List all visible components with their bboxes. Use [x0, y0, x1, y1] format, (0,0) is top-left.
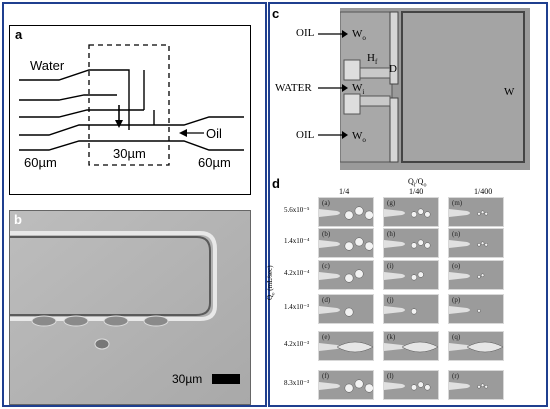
droplet-image	[384, 271, 424, 281]
flow-axis-title: Qo (mL/sec)	[266, 265, 277, 300]
label-water-c: WATER	[275, 82, 312, 94]
cell-label: (j)	[387, 296, 394, 304]
droplet-image-cell: (a)	[318, 197, 374, 227]
micrograph-c	[340, 8, 530, 170]
panel-a-letter: a	[15, 27, 23, 42]
panel-b-letter: b	[14, 212, 22, 227]
label-hf: Hf	[367, 52, 378, 67]
droplet-image-cell: (l)	[383, 370, 439, 400]
panel-b	[9, 210, 251, 405]
cell-label: (g)	[387, 199, 396, 207]
right-frame	[268, 2, 548, 407]
cell-label: (n)	[452, 230, 461, 238]
cell-label: (c)	[322, 262, 330, 270]
row-label: 4.2x10⁻⁴	[284, 269, 310, 277]
label-wo-top: Wo	[352, 28, 366, 43]
micrograph-b	[10, 211, 250, 404]
label-d: D	[389, 63, 397, 75]
panel-d-letter: d	[272, 176, 280, 191]
droplet-image	[449, 306, 481, 314]
droplet-image	[449, 240, 488, 248]
droplet-image	[384, 341, 438, 353]
label-60um-left: 60µm	[24, 155, 57, 170]
cell-label: (e)	[322, 333, 330, 341]
column-label-2: 1/40	[409, 187, 424, 196]
cell-label: (b)	[322, 230, 331, 238]
droplet-image-cell: (h)	[383, 228, 439, 258]
label-oil: Oil	[206, 126, 222, 141]
panel-c-arrows	[318, 30, 348, 139]
droplet-image	[319, 269, 364, 283]
droplet-image	[449, 209, 488, 217]
cell-label: (h)	[387, 230, 396, 238]
droplet-image-cell: (k)	[383, 331, 439, 361]
cell-label: (q)	[452, 333, 461, 341]
cell-label: (f)	[322, 372, 329, 380]
cell-label: (k)	[387, 333, 396, 341]
droplet-image	[319, 306, 354, 317]
droplet-image-cell: (q)	[448, 331, 504, 361]
ratio-axis-title: Qi/Qo	[408, 177, 427, 189]
droplet-image-cell: (j)	[383, 294, 439, 324]
droplet-image	[319, 341, 373, 353]
scale-bar-label: 30µm	[172, 372, 203, 386]
droplet-image	[319, 237, 373, 251]
label-wi: Wi	[352, 82, 365, 97]
cell-label: (o)	[452, 262, 461, 270]
droplet-image-cell: (b)	[318, 228, 374, 258]
droplet-image-cell: (c)	[318, 260, 374, 290]
cell-label: (a)	[322, 199, 330, 207]
label-w: W	[504, 86, 515, 98]
column-label-1: 1/4	[339, 187, 350, 196]
droplet-image-cell: (g)	[383, 197, 439, 227]
panel-c	[340, 8, 530, 170]
row-label: 1.4x10⁻⁴	[284, 237, 310, 245]
label-wo-bottom: Wo	[352, 130, 366, 145]
panel-c-letter: c	[272, 6, 280, 21]
droplet-image	[319, 206, 373, 220]
cell-label: (m)	[452, 199, 463, 207]
row-label: 4.2x10⁻³	[284, 340, 310, 348]
left-frame	[2, 2, 267, 407]
label-oil-top: OIL	[296, 27, 315, 39]
droplet-image-cell: (f)	[318, 370, 374, 400]
droplet-image-cell: (o)	[448, 260, 504, 290]
cell-label: (r)	[452, 372, 459, 380]
channel-diagram	[19, 44, 244, 166]
droplet-image-cell: (r)	[448, 370, 504, 400]
column-label-3: 1/400	[474, 187, 493, 196]
row-label: 5.6x10⁻⁵	[284, 206, 310, 214]
label-water: Water	[30, 58, 65, 73]
droplet-image	[449, 341, 503, 353]
cell-label: (i)	[387, 262, 394, 270]
droplet-image-cell: (e)	[318, 331, 374, 361]
droplet-image	[319, 379, 373, 393]
droplet-image-cell: (d)	[318, 294, 374, 324]
row-label: 1.4x10⁻³	[284, 303, 310, 311]
droplet-image	[384, 208, 431, 218]
cell-label: (p)	[452, 296, 461, 304]
droplet-image-cell: (m)	[448, 197, 504, 227]
cell-label: (d)	[322, 296, 331, 304]
droplet-image	[384, 306, 418, 315]
label-oil-bottom: OIL	[296, 129, 315, 141]
droplet-image	[449, 382, 488, 390]
droplet-image-cell: (n)	[448, 228, 504, 258]
droplet-image	[384, 381, 431, 391]
label-30um: 30µm	[113, 146, 146, 161]
cell-label: (l)	[387, 372, 394, 380]
droplet-image-cell: (p)	[448, 294, 504, 324]
scale-bar	[212, 374, 240, 384]
droplet-image	[384, 239, 431, 249]
row-label: 8.3x10⁻³	[284, 379, 310, 387]
droplet-image-cell: (i)	[383, 260, 439, 290]
droplet-image	[449, 272, 485, 280]
label-60um-right: 60µm	[198, 155, 231, 170]
